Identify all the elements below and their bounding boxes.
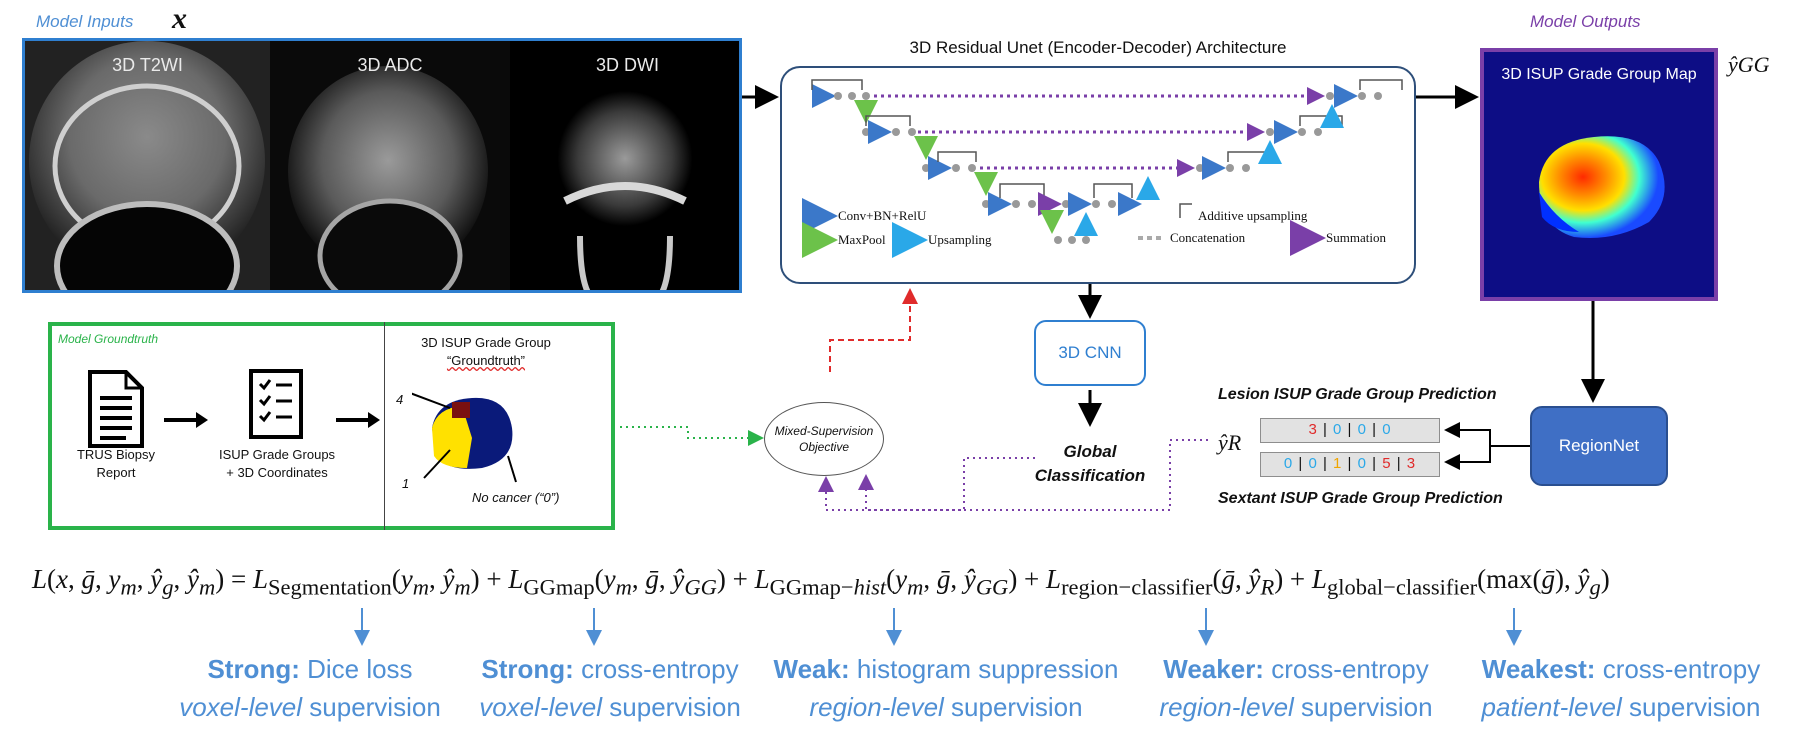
grade-groups-line-1: ISUP Grade Groups (218, 447, 336, 462)
input-symbol-x: x (172, 2, 187, 35)
supervision-suffix: supervision (1293, 692, 1433, 722)
unet-level-3 (922, 140, 1282, 180)
lesion-value: 3 (1308, 421, 1318, 438)
t2wi-label: 3D T2WI (112, 55, 183, 75)
supervision-level: region-level (1159, 692, 1294, 722)
adc-image: 3D ADC (270, 41, 510, 290)
supervision-strength: Weakest: (1481, 654, 1596, 684)
grade-group-heatmap (1539, 136, 1665, 238)
supervision-level: patient-level (1481, 692, 1622, 722)
legend-maxpool: MaxPool (838, 232, 886, 247)
supervision-level: voxel-level (179, 692, 303, 722)
lesion-value: 0 (1357, 421, 1367, 438)
supervision-region: Weaker: cross-entropy region-level super… (1136, 650, 1456, 726)
sextant-value: 0 (1308, 455, 1318, 472)
sextant-value: 1 (1333, 455, 1343, 472)
arrow-right-icon (164, 412, 208, 428)
supervision-strength: Weak: (773, 654, 850, 684)
unet-level-4 (982, 176, 1160, 216)
grade-groups-label: ISUP Grade Groups + 3D Coordinates (192, 446, 362, 482)
mixed-supervision-objective: Mixed-Supervision Objective (764, 402, 884, 476)
biopsy-line-1: TRUS Biopsy (76, 447, 156, 462)
global-classification-label: Global Classification (1020, 440, 1160, 488)
objective-line-2: Objective (798, 440, 850, 454)
biopsy-line-2: Report (96, 465, 136, 480)
supervision-suffix: supervision (602, 692, 741, 722)
lesion-prediction-box: 3 | 0 | 0 | 0 (1260, 418, 1440, 443)
biopsy-label: TRUS Biopsy Report (52, 446, 180, 482)
model-inputs-panel: 3D T2WI 3D ADC 3D DWI (22, 38, 742, 293)
gt-map-title-line-2: “Groundtruth” (446, 353, 526, 368)
gt-label-4: 4 (396, 392, 404, 407)
arrow-right-icon (336, 412, 380, 428)
gt-label-no-cancer: No cancer (“0”) (472, 490, 560, 505)
sextant-prediction-box: 0 | 0 | 1 | 0 | 5 | 3 (1260, 452, 1440, 477)
supervision-arrows (354, 608, 1522, 646)
groundtruth-map (412, 392, 517, 483)
supervision-loss: cross-entropy (1595, 654, 1761, 684)
sextant-value: 0 (1357, 455, 1367, 472)
inputs-title: Model Inputs (36, 12, 134, 31)
unet-level-2 (862, 104, 1344, 144)
objective-line-1: Mixed-Supervision (774, 424, 874, 438)
sextant-value: 5 (1382, 455, 1392, 472)
supervision-loss: Dice loss (299, 654, 413, 684)
legend-additive: Additive upsampling (1198, 208, 1308, 223)
unet-level-1 (811, 79, 1403, 108)
grade-group-map-label: 3D ISUP Grade Group Map (1501, 66, 1697, 83)
legend-upsampling: Upsampling (928, 232, 992, 247)
supervision-global: Weakest: cross-entropy patient-level sup… (1456, 650, 1786, 726)
groundtruth-divider (384, 322, 385, 530)
groundtruth-title: Model Groundtruth (58, 332, 159, 346)
unet-title: 3D Residual Unet (Encoder-Decoder) Archi… (909, 38, 1287, 57)
grade-groups-line-2: + 3D Coordinates (226, 465, 328, 480)
supervision-suffix: supervision (302, 692, 441, 722)
cnn-box: 3D CNN (1034, 320, 1146, 386)
adc-label: 3D ADC (357, 55, 423, 75)
sextant-value: 3 (1406, 455, 1417, 472)
supervision-suffix: supervision (1621, 692, 1761, 722)
grade-group-map-panel: 3D ISUP Grade Group Map (1480, 48, 1718, 301)
supervision-ggmap: Strong: cross-entropy voxel-level superv… (460, 650, 760, 726)
legend-summation: Summation (1326, 230, 1386, 245)
gt-map-title: 3D ISUP Grade Group “Groundtruth” (386, 334, 586, 370)
supervision-ggmap-hist: Weak: histogram suppression region-level… (756, 650, 1136, 726)
connector-layer (620, 85, 1605, 511)
t2wi-image: 3D T2WI (25, 41, 270, 290)
supervision-suffix: supervision (943, 692, 1083, 722)
output-symbol-ygg: ŷGG (1728, 52, 1770, 77)
dwi-label: 3D DWI (596, 55, 659, 75)
gt-map-title-line-1: 3D ISUP Grade Group (421, 335, 551, 350)
supervision-loss: cross-entropy (1263, 654, 1429, 684)
global-line-1: Global (1063, 442, 1117, 461)
regionnet-symbol-yr: ŷR (1218, 430, 1242, 455)
supervision-segmentation: Strong: Dice loss voxel-level supervisio… (160, 650, 460, 726)
supervision-strength: Strong: (207, 654, 300, 684)
supervision-strength: Strong: (481, 654, 574, 684)
supervision-loss: cross-entropy (573, 654, 739, 684)
regionnet-box: RegionNet (1530, 406, 1668, 486)
dwi-image: 3D DWI (510, 41, 739, 290)
gt-label-1: 1 (402, 476, 410, 491)
lesion-prediction-title: Lesion ISUP Grade Group Prediction (1218, 386, 1497, 403)
sextant-value: 0 (1283, 455, 1294, 472)
unet-bottleneck (1054, 212, 1098, 244)
outputs-title: Model Outputs (1530, 12, 1641, 31)
lesion-value: 0 (1382, 421, 1392, 438)
document-icon (88, 370, 144, 448)
legend-conv: Conv+BN+RelU (838, 208, 927, 223)
lesion-value: 0 (1333, 421, 1343, 438)
checklist-icon (249, 369, 303, 439)
supervision-strength: Weaker: (1163, 654, 1264, 684)
supervision-loss: histogram suppression (849, 654, 1119, 684)
supervision-level: voxel-level (479, 692, 603, 722)
sextant-prediction-title: Sextant ISUP Grade Group Prediction (1218, 490, 1503, 507)
legend-concatenation: Concatenation (1170, 230, 1246, 245)
supervision-level: region-level (809, 692, 944, 722)
global-line-2: Classification (1034, 466, 1146, 485)
loss-equation: L(x, ḡ, ym, ŷg, ŷm) = LSegmentation(ym, … (32, 564, 1610, 600)
unet-architecture-panel: Conv+BN+RelU Additive upsampling MaxPool… (780, 66, 1416, 284)
groundtruth-panel: Model Groundtruth TRUS Biopsy Report ISU… (48, 322, 615, 530)
